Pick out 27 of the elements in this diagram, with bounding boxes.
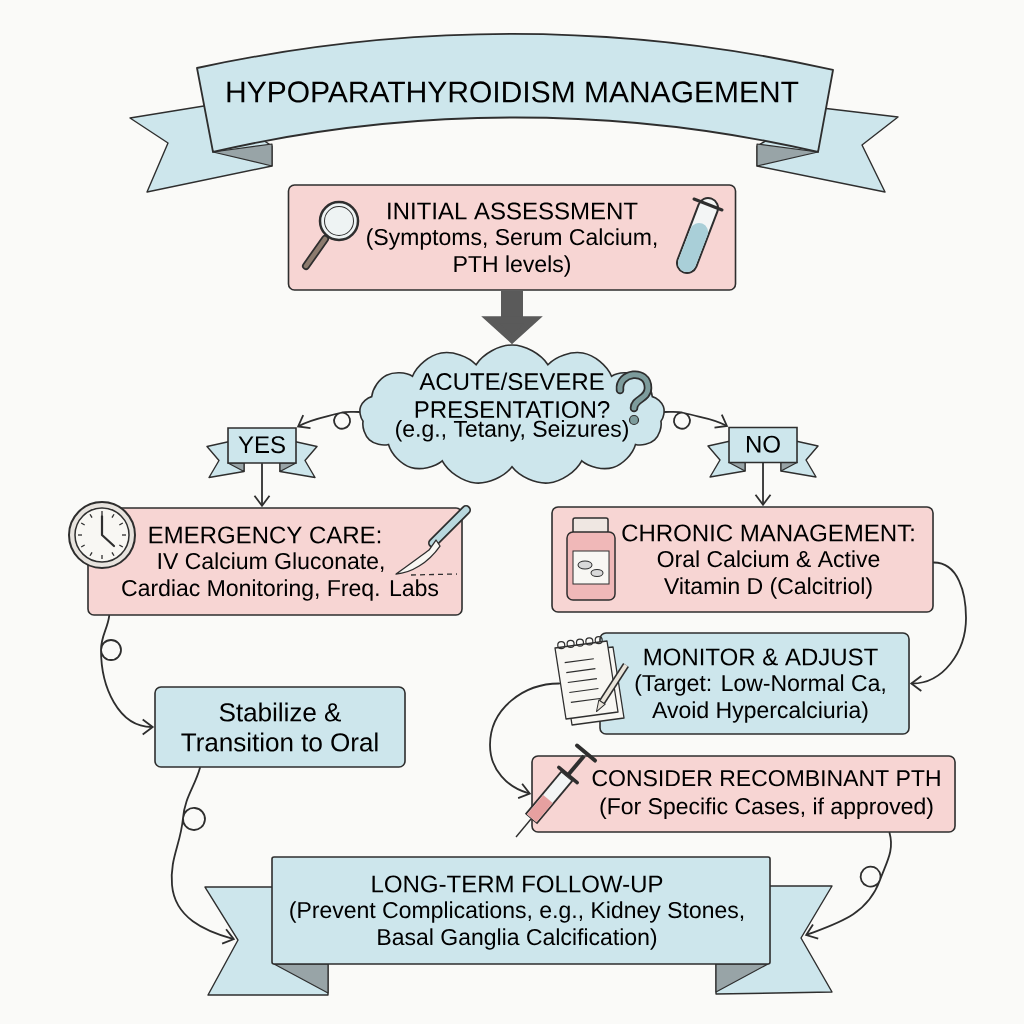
box-text: (Symptoms, Serum Calcium, PTH levels): [367, 228, 657, 277]
box-heading: INITIAL ASSESSMENT: [388, 202, 638, 220]
title: HYPOPARATHYROIDISM MANAGEMENT: [227, 81, 799, 103]
arrow: [804, 831, 892, 940]
banner-heading: LONG-TERM FOLLOW-UP: [372, 875, 663, 893]
box-text: Oral Calcium & Active Vitamin D (Calcitriol): [657, 550, 880, 599]
box-heading: MONITOR & ADJUST: [644, 648, 878, 666]
arrow: [909, 561, 967, 692]
arrow: [663, 410, 729, 430]
box-heading: CONSIDER RECOMBINANT PTH: [592, 770, 940, 787]
cloud-heading: ACUTE/SEVERE PRESENTATION?: [415, 372, 610, 419]
process-box: Stabilize & Transition to Oral: [154, 686, 406, 768]
box-heading: EMERGENCY CARE:: [149, 526, 381, 544]
arrow: [489, 682, 561, 800]
box-text: (Target: Low-Normal Ca, Avoid Hypercalciuria): [635, 674, 885, 723]
ribbon-banner: YES: [206, 427, 318, 479]
arrow: [170, 766, 236, 945]
cloud-text: (e.g., Tetany, Seizures): [396, 420, 628, 442]
box-heading: CHRONIC MANAGEMENT:: [622, 524, 914, 542]
arrow: [754, 462, 772, 507]
arrow: [296, 410, 361, 430]
arrow: [100, 614, 155, 736]
banner-text: (Prevent Complications, e.g., Kidney Stones, Basal Ganglia Calcification): [290, 901, 744, 950]
box-text: IV Calcium Gluconate, Cardiac Monitoring, Freq. Labs: [122, 552, 439, 601]
arrow: [253, 462, 271, 508]
ribbon-banner: NO: [707, 426, 819, 478]
box-text: (For Specific Cases, if approved): [600, 797, 933, 819]
